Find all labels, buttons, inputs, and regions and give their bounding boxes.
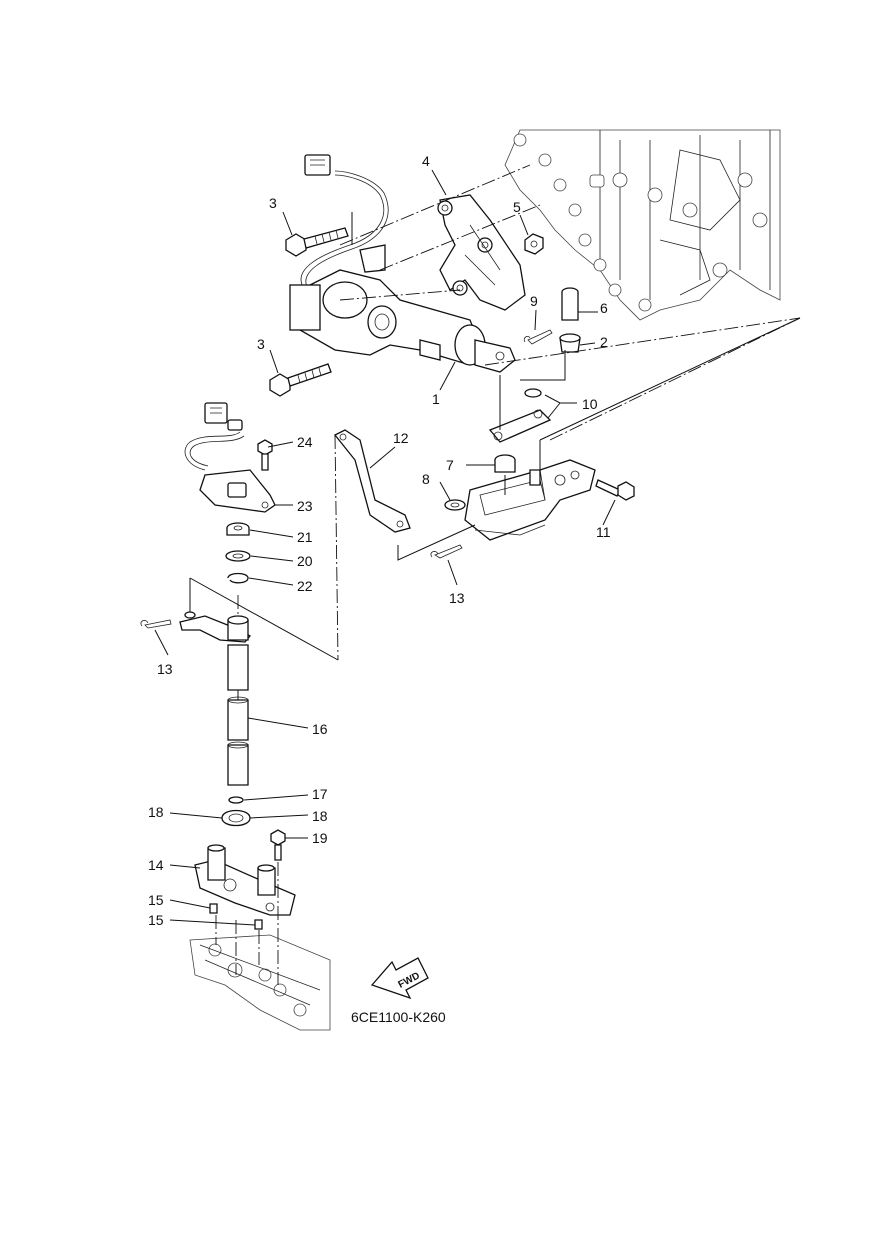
bolt-part-11 bbox=[595, 479, 635, 501]
actuator-part-1 bbox=[289, 154, 516, 373]
callout-13-left: 13 bbox=[157, 661, 173, 677]
callout-18-left: 18 bbox=[148, 804, 164, 820]
shaft-part-16 bbox=[227, 644, 249, 786]
callout-24: 24 bbox=[297, 434, 313, 450]
callout-1: 1 bbox=[432, 391, 440, 407]
callout-23: 23 bbox=[297, 498, 313, 514]
callout-11: 11 bbox=[596, 524, 611, 540]
bushing-part-7 bbox=[494, 454, 516, 473]
callout-leaders bbox=[154, 169, 616, 926]
callout-6: 6 bbox=[600, 300, 608, 316]
bracket-part-4 bbox=[437, 194, 526, 311]
clip-part-9 bbox=[523, 329, 553, 345]
clip-part-13-left bbox=[140, 619, 172, 629]
callout-8: 8 bbox=[422, 471, 430, 487]
callout-12: 12 bbox=[393, 430, 409, 446]
assembly-lines bbox=[189, 164, 801, 985]
shaft-arm-assembly bbox=[179, 611, 252, 643]
bolt-part-3-upper bbox=[285, 227, 349, 257]
washer-part-8 bbox=[444, 499, 466, 511]
bracket-part-14 bbox=[194, 844, 296, 916]
dowel-part-15 bbox=[209, 903, 263, 930]
callout-15-lower: 15 bbox=[148, 912, 164, 928]
callout-14: 14 bbox=[148, 857, 164, 873]
diagram-code: 6CE1100-K260 bbox=[351, 1009, 446, 1025]
callout-labels: 1 2 3 3 4 5 6 7 8 9 10 11 12 13 13 13 14… bbox=[148, 153, 611, 928]
lower-case-background bbox=[189, 934, 331, 1031]
clip-part-13-right bbox=[430, 544, 463, 559]
callout-21: 21 bbox=[297, 529, 313, 545]
collar-part-2 bbox=[559, 333, 581, 353]
link-arm-part-10 bbox=[488, 388, 552, 443]
callout-20: 20 bbox=[297, 553, 313, 569]
o-ring-part-17 bbox=[228, 796, 244, 804]
circlip-part-22 bbox=[227, 572, 249, 584]
callout-3-upper: 3 bbox=[269, 195, 277, 211]
callout-3-lower: 3 bbox=[257, 336, 265, 352]
plate-part-12 bbox=[333, 429, 411, 533]
engine-block-background bbox=[504, 129, 781, 321]
bushing-part-21 bbox=[226, 522, 250, 536]
shift-lever-assembly bbox=[464, 459, 596, 541]
callout-13-right: 13 bbox=[449, 590, 465, 606]
callout-22: 22 bbox=[297, 578, 313, 594]
washer-part-20 bbox=[225, 550, 251, 562]
callout-18-right: 18 bbox=[312, 808, 328, 824]
nut-part-5 bbox=[524, 233, 544, 255]
callout-4: 4 bbox=[422, 153, 430, 169]
fwd-arrow-icon: FWD bbox=[370, 957, 429, 1000]
callout-2: 2 bbox=[600, 334, 608, 350]
callout-7: 7 bbox=[446, 457, 454, 473]
bolt-part-19 bbox=[270, 829, 286, 861]
callout-17: 17 bbox=[312, 786, 328, 802]
pin-part-6 bbox=[561, 287, 579, 321]
callout-5: 5 bbox=[513, 199, 521, 215]
callout-15-upper: 15 bbox=[148, 892, 164, 908]
callout-9: 9 bbox=[530, 293, 538, 309]
bushing-part-18 bbox=[221, 809, 251, 827]
bolt-part-24 bbox=[257, 439, 273, 471]
bolt-part-3-lower bbox=[269, 363, 332, 397]
callout-10: 10 bbox=[582, 396, 598, 412]
callout-16: 16 bbox=[312, 721, 328, 737]
sensor-part-23 bbox=[184, 402, 276, 513]
callout-19: 19 bbox=[312, 830, 328, 846]
